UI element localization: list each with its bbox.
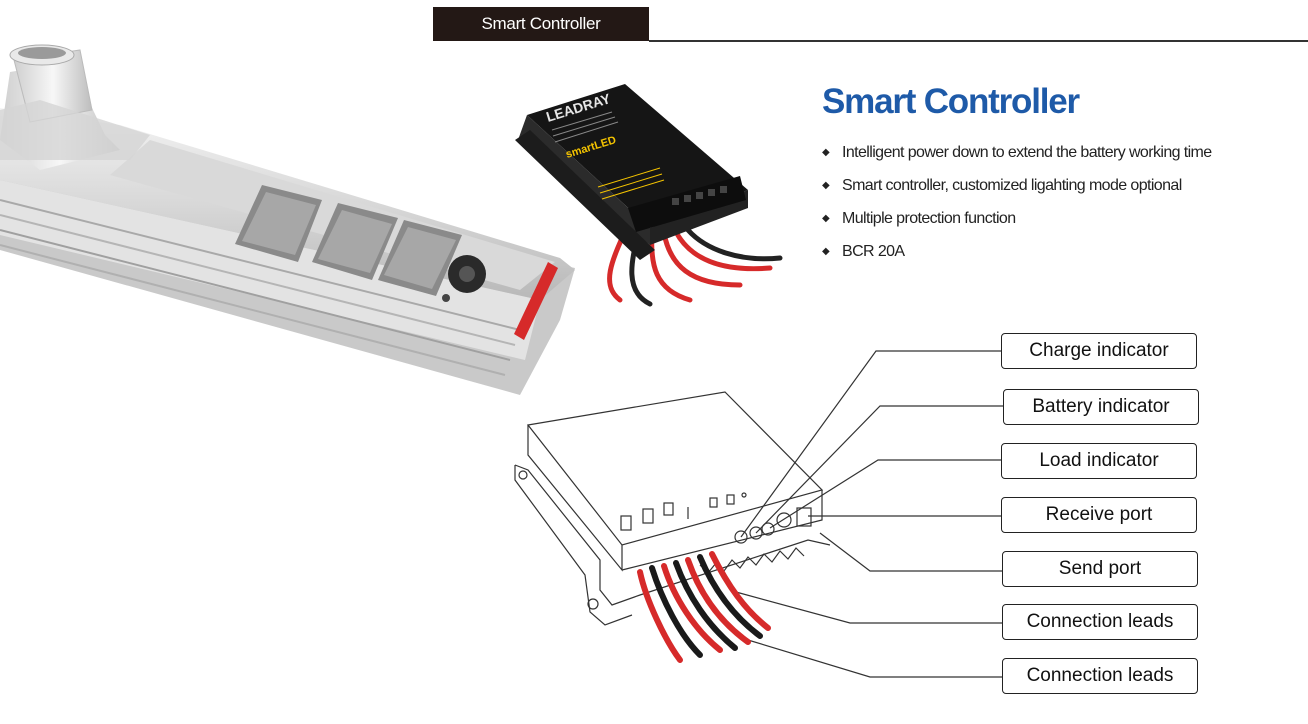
- section-tab: Smart Controller: [433, 7, 649, 41]
- feature-list: ◆ Intelligent power down to extend the ba…: [822, 136, 1212, 268]
- diamond-bullet-icon: ◆: [822, 212, 830, 224]
- callout-battery-indicator: Battery indicator: [1003, 389, 1199, 425]
- callout-receive-port: Receive port: [1001, 497, 1197, 533]
- list-item: ◆ BCR 20A: [822, 235, 1212, 268]
- callout-charge-indicator: Charge indicator: [1001, 333, 1197, 369]
- callout-send-port: Send port: [1002, 551, 1198, 587]
- feature-text: BCR 20A: [842, 242, 905, 260]
- callout-connection-leads-1: Connection leads: [1002, 604, 1198, 640]
- feature-text: Smart controller, customized ligahting m…: [842, 176, 1182, 194]
- diamond-bullet-icon: ◆: [822, 146, 830, 158]
- led-module-group: [235, 185, 462, 296]
- list-item: ◆ Multiple protection function: [822, 202, 1212, 235]
- feature-text: Intelligent power down to extend the bat…: [842, 143, 1212, 161]
- controller-cables: [607, 222, 783, 307]
- header-rule: [649, 40, 1308, 42]
- page-title: Smart Controller: [822, 82, 1080, 121]
- list-item: ◆ Intelligent power down to extend the ba…: [822, 136, 1212, 169]
- connection-leads-drawing: [637, 551, 771, 663]
- list-item: ◆ Smart controller, customized ligahting …: [822, 169, 1212, 202]
- diamond-bullet-icon: ◆: [822, 179, 830, 191]
- callout-connection-leads-2: Connection leads: [1002, 658, 1198, 694]
- diamond-bullet-icon: ◆: [822, 245, 830, 257]
- callout-load-indicator: Load indicator: [1001, 443, 1197, 479]
- feature-text: Multiple protection function: [842, 209, 1016, 227]
- street-light-image: [0, 44, 575, 395]
